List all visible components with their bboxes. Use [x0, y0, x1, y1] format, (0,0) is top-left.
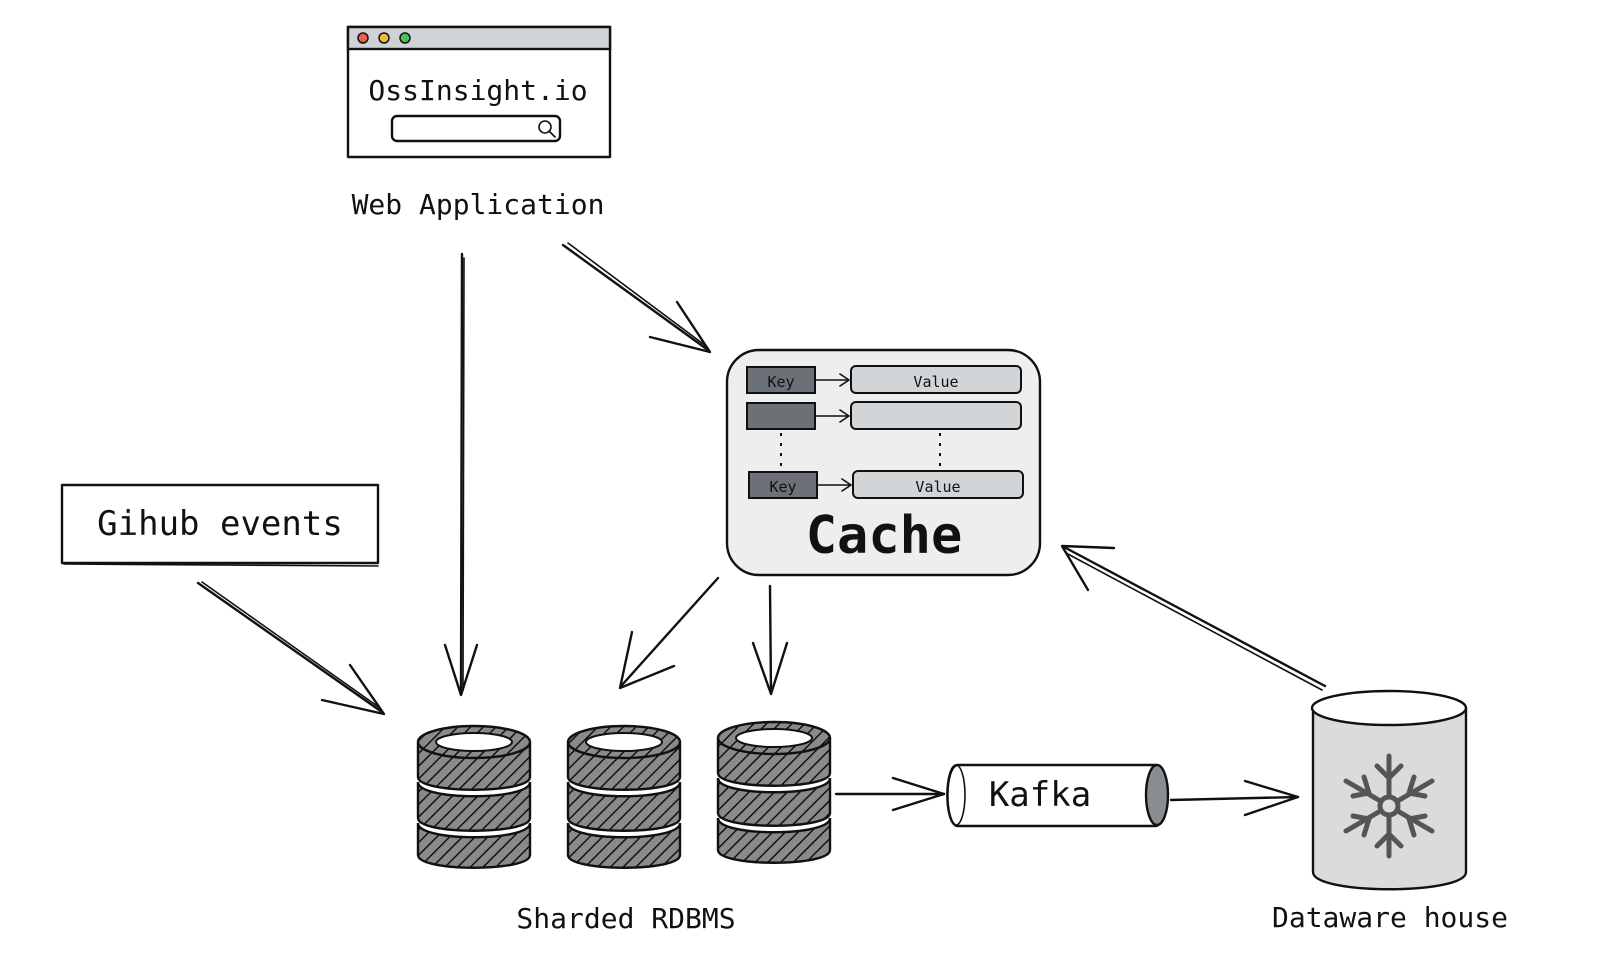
cache-key-label: Key [767, 373, 794, 391]
github-events-label: Gihub events [97, 504, 343, 544]
web-application-label: Web Application [352, 188, 605, 221]
search-icon [538, 120, 556, 138]
cache-value-cell [850, 401, 1022, 430]
snowflake-icon [1343, 753, 1435, 859]
data-warehouse-label: Dataware house [1272, 901, 1508, 934]
kafka-pipe-end [1144, 763, 1170, 827]
arrow-cache-to-rdbms-1 [618, 576, 720, 690]
cache-value-cell [852, 470, 1024, 499]
cache-value-cell [850, 365, 1022, 394]
arrow-rdbms-to-kafka [834, 776, 946, 812]
arrow-web-to-cache [561, 242, 712, 354]
browser-maximize-dot [399, 32, 411, 44]
arrow-warehouse-to-cache [1060, 544, 1327, 691]
data-warehouse-node: Dataware house [1272, 689, 1508, 934]
site-title: OssInsight.io [368, 74, 587, 107]
arrow-web-to-rdbms [443, 252, 479, 697]
cache-label: Cache [806, 506, 963, 566]
web-application-node: OssInsight.io Web Application [346, 25, 612, 221]
arrow-kafka-to-warehouse [1169, 779, 1300, 817]
cache-value-label: Value [915, 478, 960, 496]
browser-minimize-dot [378, 32, 390, 44]
kafka-label: Kafka [989, 775, 1091, 815]
arrow-github-to-rdbms [196, 581, 386, 716]
github-events-node: Gihub events [60, 483, 380, 567]
cache-key-cell [746, 402, 816, 430]
cache-key-label: Key [769, 478, 796, 496]
cache-node: Key Value Key Value Cache [725, 348, 1042, 577]
browser-close-dot [357, 32, 369, 44]
cache-value-label: Value [913, 373, 958, 391]
browser-title-bar [346, 25, 612, 51]
github-events-box [60, 483, 380, 565]
database-icon [716, 720, 832, 864]
sharded-rdbms-node: Sharded RDBMS [416, 720, 832, 935]
database-icon [566, 724, 682, 869]
kafka-node: Kafka [946, 763, 1170, 828]
browser-search-box [390, 114, 562, 143]
sharded-rdbms-label: Sharded RDBMS [516, 902, 735, 935]
arrow-cache-to-rdbms-2 [751, 584, 789, 696]
database-icon [416, 724, 532, 869]
